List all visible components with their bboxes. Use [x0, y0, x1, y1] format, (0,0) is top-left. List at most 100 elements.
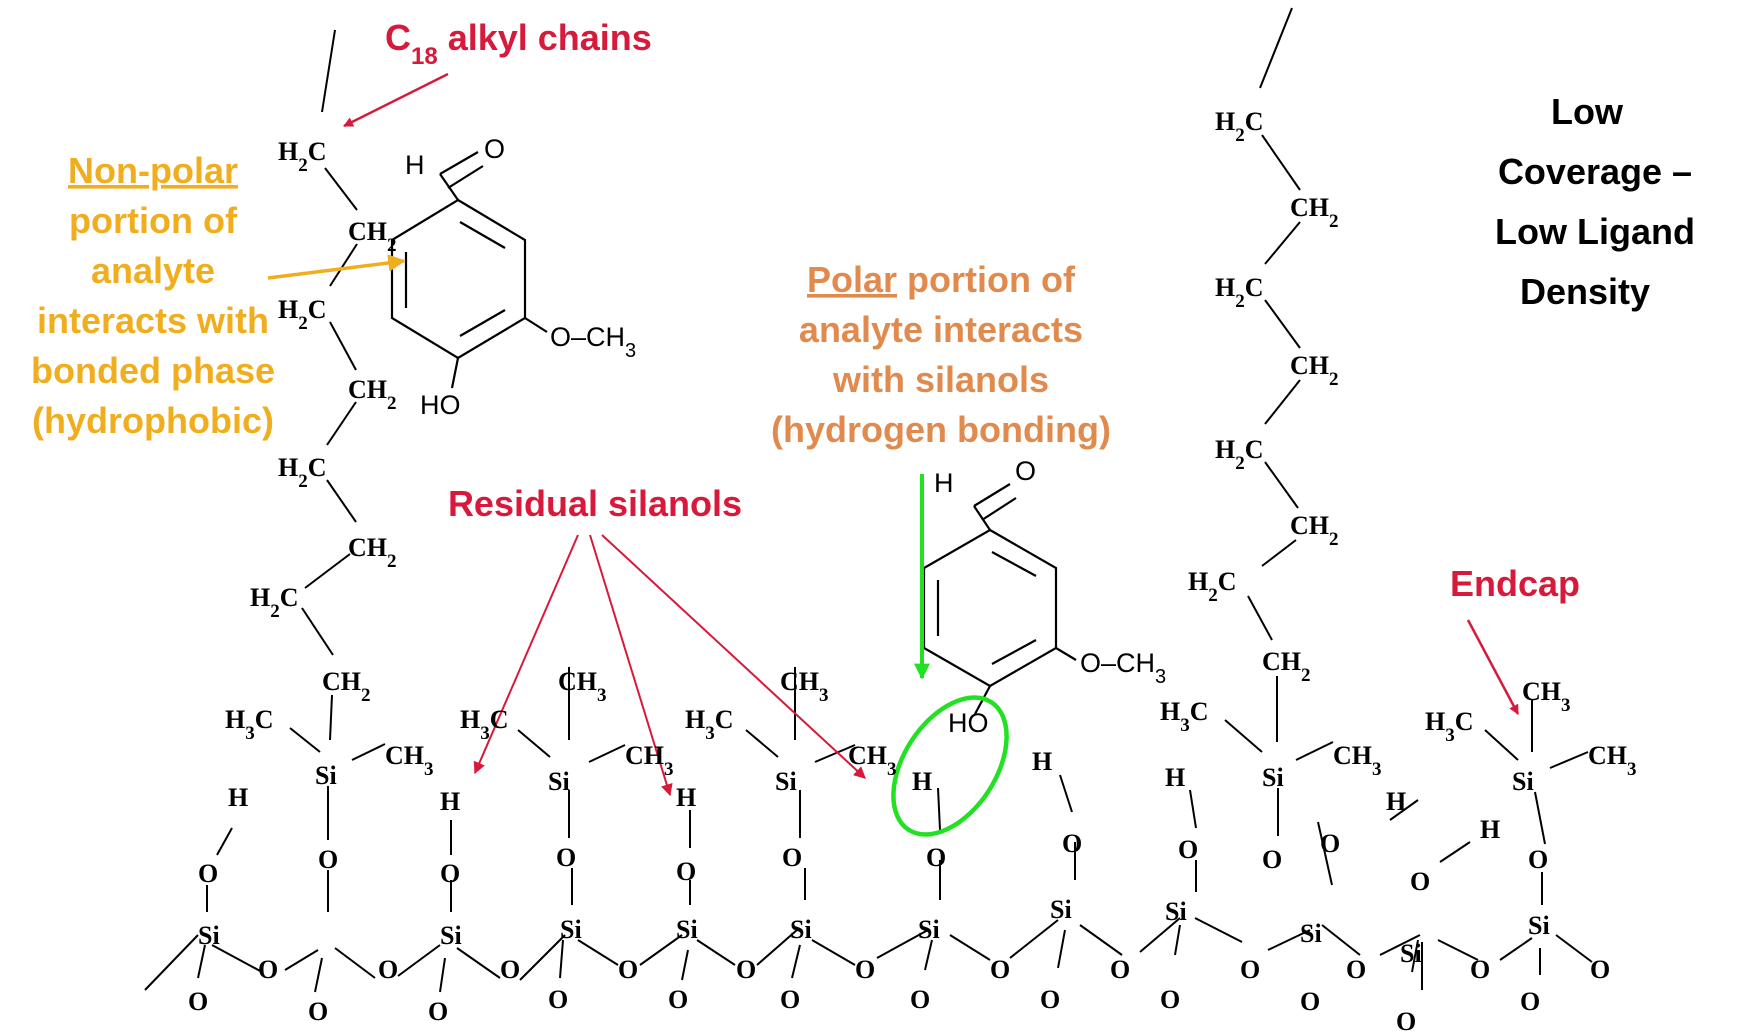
- atom-h2c-4: H2C: [278, 453, 327, 492]
- atom-o-22: O: [556, 843, 576, 872]
- atom-ch2-60: CH2: [1290, 193, 1339, 232]
- atom-h-76: H: [1480, 815, 1500, 844]
- atom-ch3-31: CH3: [780, 667, 829, 706]
- atom-h-12: H: [228, 783, 248, 812]
- endcap-label: Endcap: [1450, 563, 1580, 604]
- atom-o-42: O: [736, 955, 756, 984]
- atom-o-40: O: [668, 985, 688, 1014]
- atom-o-77: O: [1410, 867, 1430, 896]
- atom-o-15: O: [258, 955, 278, 984]
- polar-label-line2: analyte interacts: [799, 309, 1083, 350]
- atom-o-30: O: [548, 985, 568, 1014]
- atom-si-41: Si: [790, 915, 812, 944]
- atom-o-74: O: [1240, 955, 1260, 984]
- polar-label-line3: with silanols: [832, 359, 1049, 400]
- methoxy-upper: O–CH3: [550, 322, 636, 362]
- atom-h2c-6: H2C: [250, 583, 299, 622]
- atom-o-80: O: [1396, 1007, 1416, 1031]
- atom-o-29: O: [500, 955, 520, 984]
- polar-label-line1: Polar portion of: [807, 259, 1076, 300]
- atom-h-23: H: [440, 787, 460, 816]
- atom-h-54: H: [1165, 763, 1185, 792]
- title-line2: Coverage –: [1498, 151, 1692, 192]
- atom-o-24: O: [440, 859, 460, 888]
- polar-label-line4: (hydrogen bonding): [771, 409, 1111, 450]
- atom-si-73: Si: [1300, 919, 1322, 948]
- atom-o-75: O: [1300, 987, 1320, 1016]
- aldehyde-o-lower: O: [1015, 456, 1036, 486]
- atom-ch3-69: CH3: [1333, 741, 1382, 780]
- atom-si-56: Si: [1165, 897, 1187, 926]
- residual-arrow-1: [473, 534, 579, 775]
- nonpolar-label-line3: analyte: [91, 250, 215, 291]
- atom-ch2-64: CH2: [1290, 511, 1339, 550]
- atom-ch3-10: CH3: [385, 741, 434, 780]
- atom-o-71: O: [1320, 829, 1340, 858]
- atom-h-72: H: [1386, 787, 1406, 816]
- atom-h3c-8: H3C: [225, 705, 274, 744]
- atom-o-70: O: [1262, 845, 1282, 874]
- atom-h2c-65: H2C: [1188, 567, 1237, 606]
- atom-si-38: Si: [676, 915, 698, 944]
- residual-arrow-2: [589, 534, 673, 797]
- atom-o-43: O: [780, 985, 800, 1014]
- atom-h2c-59: H2C: [1215, 107, 1264, 146]
- atom-o-50: O: [1062, 829, 1082, 858]
- atom-o-37: O: [676, 857, 696, 886]
- c18-arrow: [343, 72, 449, 128]
- atom-h-44: H: [912, 767, 932, 796]
- atom-si-83: Si: [1512, 767, 1534, 796]
- atom-h2c-61: H2C: [1215, 273, 1264, 312]
- aldehyde-h-lower: H: [934, 468, 954, 498]
- atom-o-17: O: [308, 997, 328, 1026]
- atom-si-51: Si: [1050, 895, 1072, 924]
- residual-silanols-label: Residual silanols: [448, 483, 742, 524]
- bond-lines: [144, 7, 1593, 993]
- atom-o-47: O: [855, 955, 875, 984]
- atom-o-55: O: [1178, 835, 1198, 864]
- atom-o-88: O: [1520, 987, 1540, 1016]
- atom-si-46: Si: [918, 915, 940, 944]
- atom-o-48: O: [910, 985, 930, 1014]
- atom-o-85: O: [1528, 845, 1548, 874]
- atom-ch2-66: CH2: [1262, 647, 1311, 686]
- atom-o-58: O: [1160, 985, 1180, 1014]
- title-line1: Low: [1551, 91, 1624, 132]
- aldehyde-h-upper: H: [405, 150, 425, 180]
- atom-ch3-84: CH3: [1588, 741, 1637, 780]
- atom-ch2-1: CH2: [348, 217, 397, 256]
- atom-h3c-19: H3C: [460, 705, 509, 744]
- atom-h3c-82: H3C: [1425, 707, 1474, 746]
- atom-o-79: O: [1346, 955, 1366, 984]
- atom-h2c-63: H2C: [1215, 435, 1264, 474]
- nonpolar-label-line1: Non-polar: [68, 150, 238, 191]
- atom-ch3-34: CH3: [848, 741, 897, 780]
- atom-ch2-3: CH2: [348, 375, 397, 414]
- atom-o-57: O: [1110, 955, 1130, 984]
- atom-o-35: O: [782, 843, 802, 872]
- atom-si-28: Si: [560, 915, 582, 944]
- residual-arrow-3: [601, 534, 866, 779]
- atom-si-25: Si: [440, 921, 462, 950]
- title-line3: Low Ligand: [1495, 211, 1695, 252]
- nonpolar-label-line4: interacts with: [37, 300, 269, 341]
- atom-ch2-62: CH2: [1290, 351, 1339, 390]
- c18-label: C18 alkyl chains: [385, 17, 652, 70]
- hydroxyl-lower: HO: [948, 708, 989, 738]
- nonpolar-label-line5: bonded phase: [31, 350, 275, 391]
- analyte-labels: H O O–CH3 HO H O O–CH3 HO: [405, 134, 1166, 738]
- atom-si-14: Si: [198, 921, 220, 950]
- atom-h2c-0: H2C: [278, 137, 327, 176]
- atom-ch3-21: CH3: [625, 741, 674, 780]
- atom-o-16: O: [188, 987, 208, 1016]
- title-line4: Density: [1520, 271, 1650, 312]
- hydroxyl-upper: HO: [420, 390, 461, 420]
- atom-si-68: Si: [1262, 763, 1284, 792]
- atom-si-20: Si: [548, 767, 570, 796]
- atom-ch3-81: CH3: [1522, 677, 1571, 716]
- methoxy-lower: O–CH3: [1080, 648, 1166, 688]
- atom-ch2-5: CH2: [348, 533, 397, 572]
- nonpolar-label-line2: portion of: [69, 200, 238, 241]
- atom-o-11: O: [318, 845, 338, 874]
